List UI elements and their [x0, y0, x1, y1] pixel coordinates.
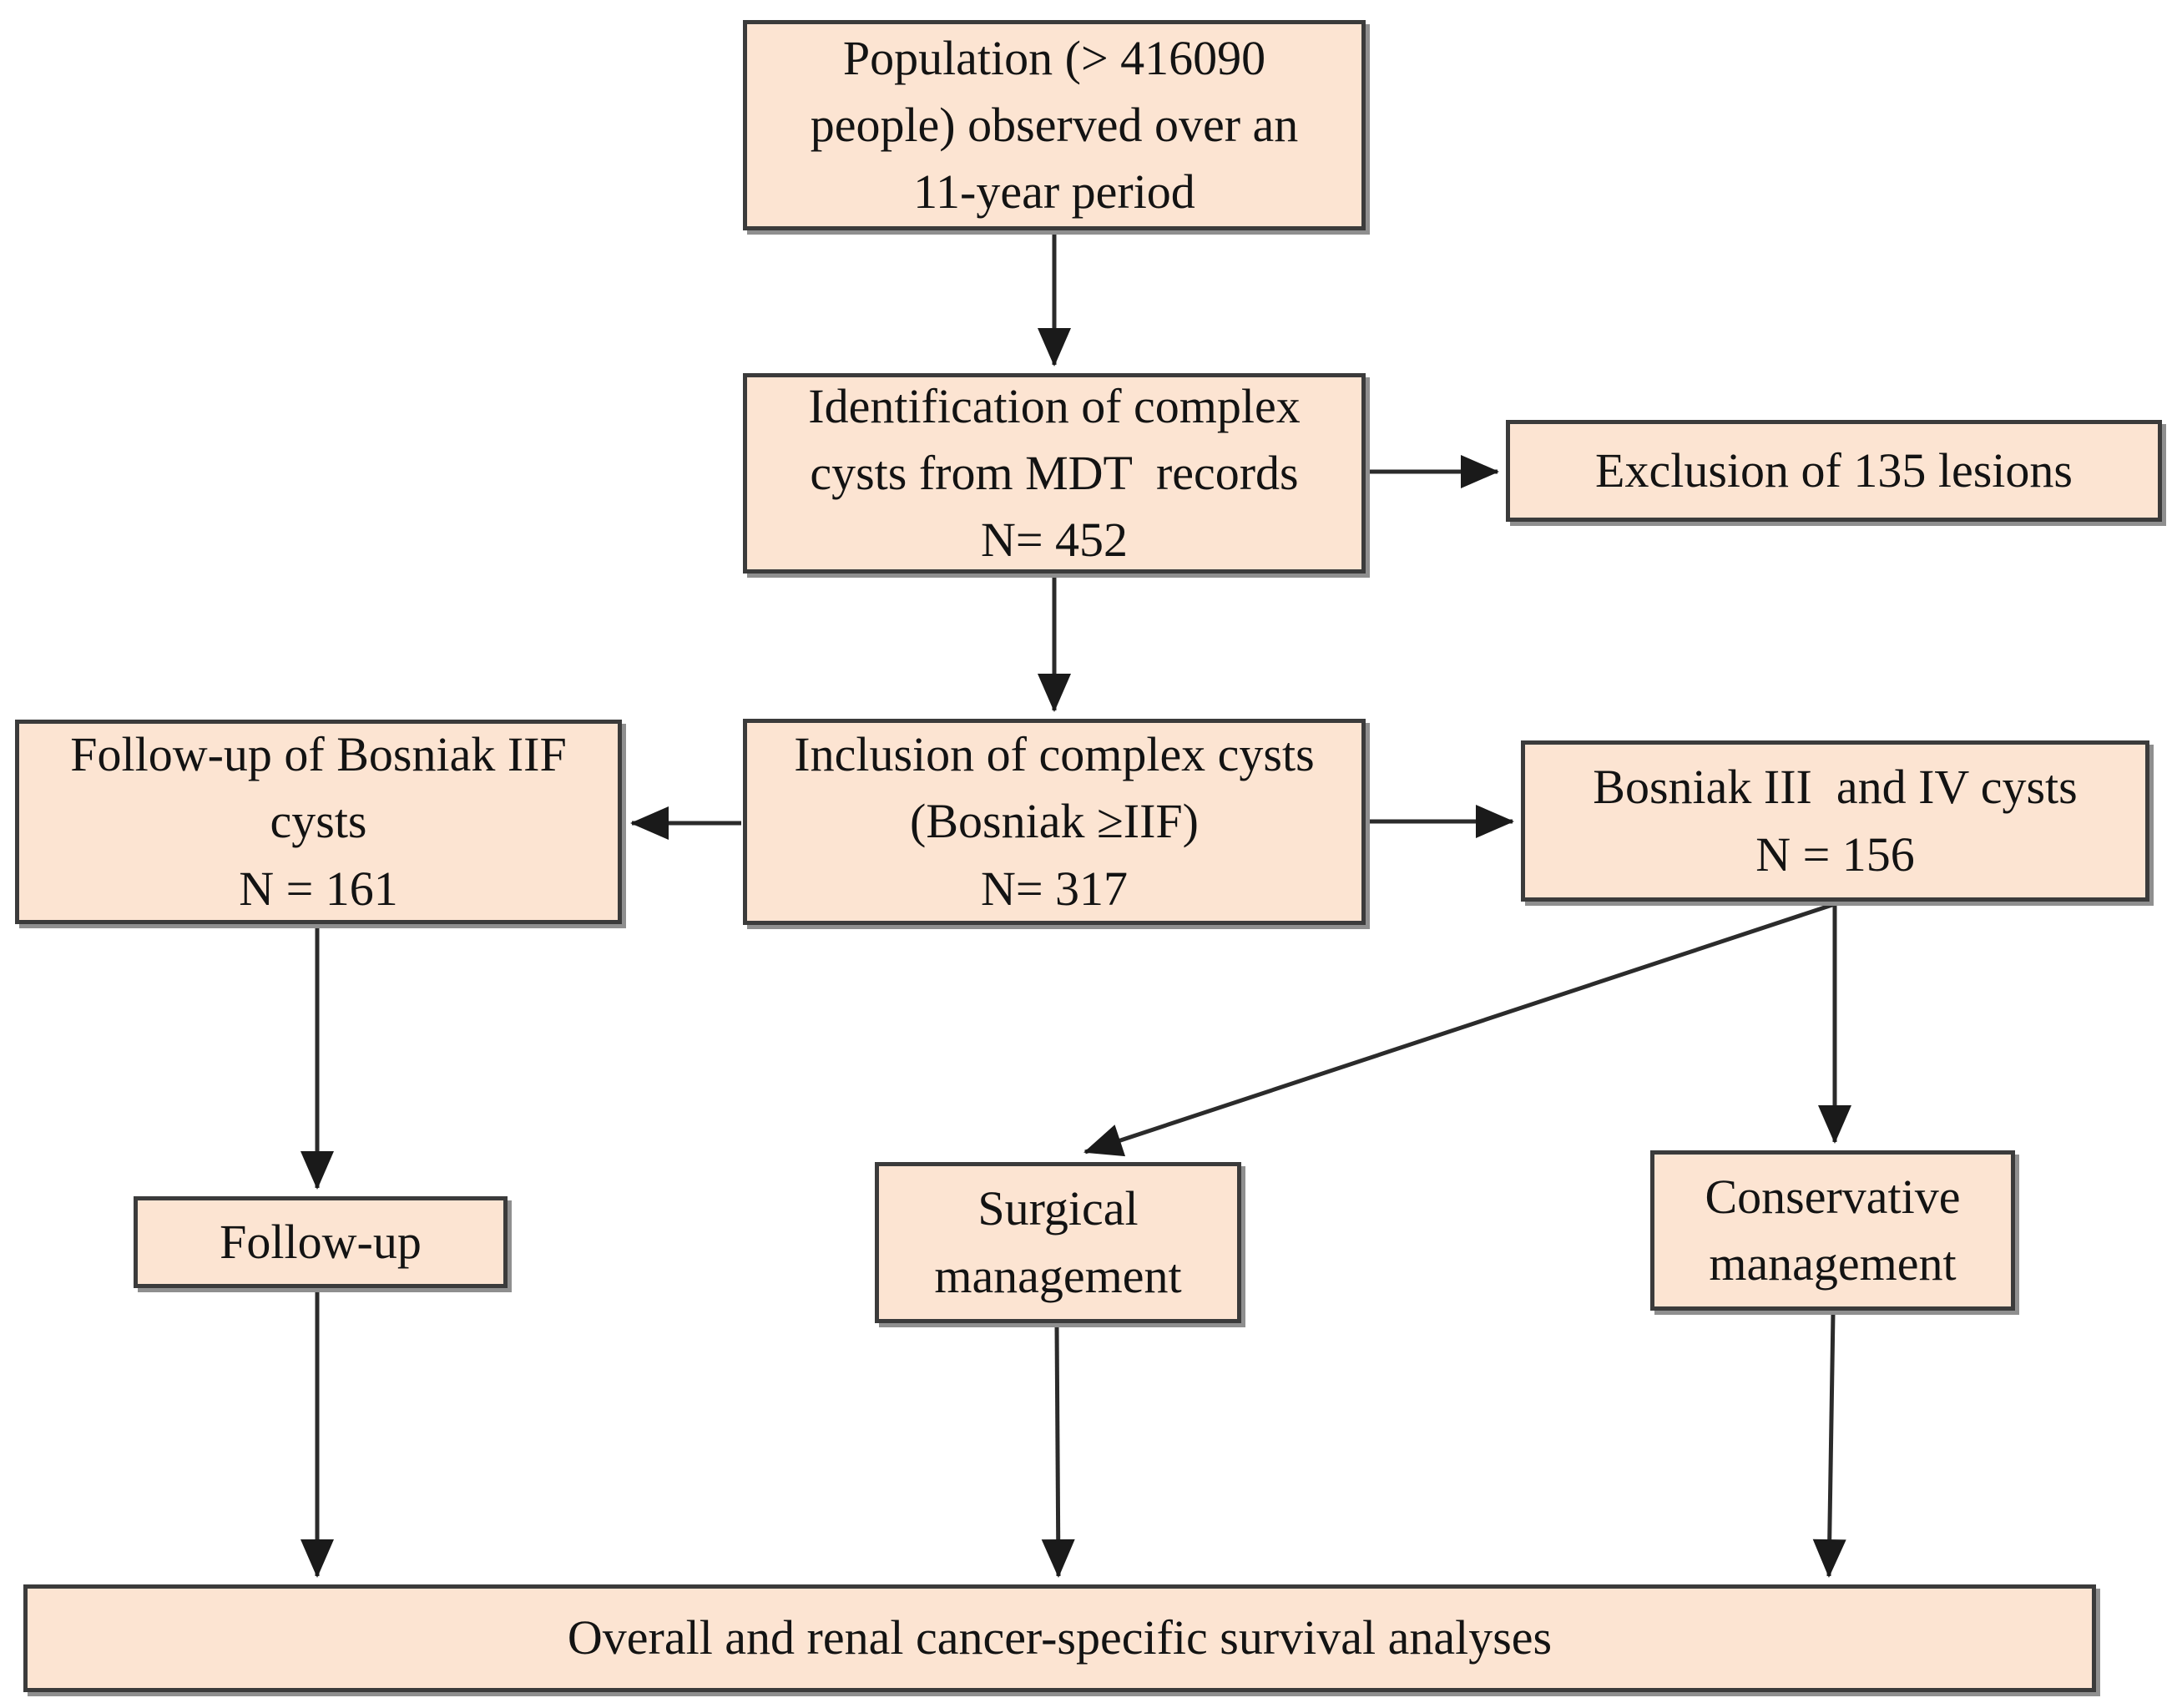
- population-box-text: people) observed over an: [810, 97, 1299, 152]
- conservative-management-box-text: Conservative: [1705, 1169, 1961, 1224]
- identification-box: Identification of complex cysts from MDT…: [743, 373, 1366, 574]
- inclusion-box-text: (Bosniak ≥IIF): [910, 794, 1199, 849]
- bosniak-iif-followup-box: Follow-up of Bosniak IIF cysts N = 161: [15, 720, 622, 924]
- survival-analyses-box: Overall and renal cancer-specific surviv…: [23, 1584, 2096, 1692]
- exclusion-box-text: Exclusion of 135 lesions: [1595, 442, 2073, 498]
- identification-box-text: cysts from MDT records: [810, 445, 1299, 500]
- followup-box: Follow-up: [134, 1196, 508, 1288]
- identification-box-text: Identification of complex: [808, 378, 1301, 433]
- survival-analyses-box-text: Overall and renal cancer-specific surviv…: [567, 1610, 1553, 1665]
- edge-surgical-to-survival: [1041, 1325, 1075, 1578]
- edge-bosniak-iii-iv-to-surgical: [1083, 902, 1836, 1157]
- edge-conservative-to-survival: [1812, 1312, 1846, 1578]
- surgical-management-box: Surgical management: [875, 1162, 1241, 1323]
- conservative-management-box: Conservative management: [1650, 1150, 2015, 1311]
- surgical-management-box-text: management: [934, 1248, 1182, 1303]
- population-box: Population (> 416090 people) observed ov…: [743, 20, 1366, 230]
- bosniak-iii-iv-box-text: N = 156: [1755, 826, 1915, 882]
- followup-box-text: Follow-up: [220, 1214, 422, 1269]
- bosniak-iii-iv-box: Bosniak III and IV cysts N = 156: [1521, 740, 2149, 902]
- bosniak-iii-iv-box-text: Bosniak III and IV cysts: [1593, 760, 2078, 815]
- inclusion-box-text: N= 317: [980, 861, 1129, 916]
- inclusion-box: Inclusion of complex cysts (Bosniak ≥IIF…: [743, 719, 1366, 925]
- inclusion-box-text: Inclusion of complex cysts: [794, 727, 1315, 782]
- bosniak-iif-followup-box-text: N = 161: [239, 861, 398, 916]
- surgical-management-box-text: Surgical: [977, 1181, 1139, 1236]
- population-box-text: Population (> 416090: [842, 30, 1266, 85]
- bosniak-iif-followup-box-text: Follow-up of Bosniak IIF: [70, 727, 567, 782]
- population-box-text: 11-year period: [913, 164, 1195, 220]
- identification-box-text: N= 452: [980, 513, 1129, 568]
- exclusion-box: Exclusion of 135 lesions: [1506, 420, 2162, 522]
- bosniak-iif-followup-box-text: cysts: [270, 794, 367, 849]
- conservative-management-box-text: management: [1709, 1236, 1957, 1291]
